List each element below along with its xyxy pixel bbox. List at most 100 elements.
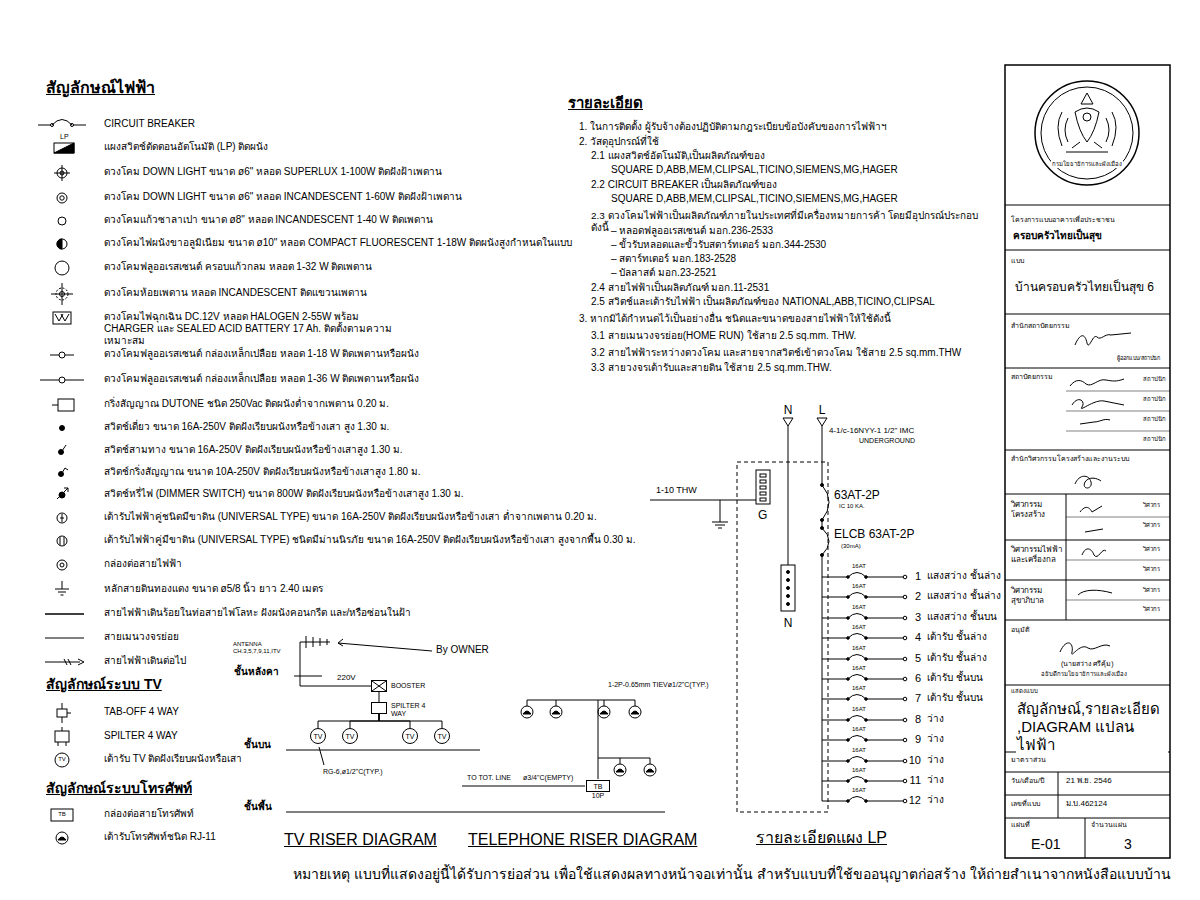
lp-panel-wiring xyxy=(865,739,868,742)
breaker-rating: 16AT xyxy=(851,767,867,774)
lp-panel-wiring xyxy=(903,779,907,783)
legend-symbol xyxy=(59,377,65,383)
title-block-frame xyxy=(1058,772,1059,818)
symbol-letter: TB xyxy=(57,811,67,818)
lp-panel-wiring xyxy=(848,634,866,639)
legend-symbol xyxy=(52,405,58,406)
legend-symbol xyxy=(64,659,67,665)
lp-panel-wiring xyxy=(903,677,907,681)
legend-text: ดวงโคม DOWN LIGHT ขนาด ø6" หลอด SUPERLUX… xyxy=(103,166,443,178)
legend-symbol xyxy=(57,709,67,717)
legend-symbol xyxy=(64,488,68,492)
title-block-frame xyxy=(1066,600,1170,601)
lp-panel-wiring xyxy=(865,596,868,599)
lp-panel-wiring xyxy=(760,492,766,495)
telephone-riser-wiring xyxy=(635,700,636,706)
telephone-riser-wiring xyxy=(527,700,528,706)
title-block-text: บ้านครอบครัวไทยเป็นสุข 6 xyxy=(1014,280,1155,294)
legend-symbol xyxy=(78,659,84,665)
legend-text: เต้ารับไฟฟ้าคู่มีขาดิน (UNIVERSAL TYPE) … xyxy=(103,534,637,546)
signature xyxy=(1075,476,1101,488)
title-block-text: แบบ xyxy=(1010,257,1025,265)
legend-symbol xyxy=(58,217,66,225)
lp-panel-wiring xyxy=(650,500,756,501)
department-seal xyxy=(1041,87,1133,179)
title-block-frame xyxy=(1085,818,1086,858)
title-block-text: อนุมัติ xyxy=(1010,626,1031,634)
signature xyxy=(1080,419,1110,424)
drawing-name: สัญลักษณ์,รายละเอียด ,DIAGRAM แปลนไฟฟ้า xyxy=(1016,700,1168,754)
title-block-frame xyxy=(1066,494,1067,620)
breaker-rating: ELCB 63AT-2P xyxy=(833,527,915,541)
lp-panel-wiring xyxy=(787,603,790,606)
title-block-text: วัน/เดือน/ปี xyxy=(1010,777,1045,785)
telephone-riser-wiring xyxy=(556,700,557,706)
lp-panel-wiring xyxy=(847,637,850,640)
legend-symbol xyxy=(60,518,64,519)
cable-spec: 4-1/c-16NYY-1 1/2" IMC xyxy=(828,426,915,436)
legend-text: เต้ารับ TV ติดฝังเรียบผนังหรือเสา xyxy=(103,753,243,765)
title-block-frame xyxy=(1005,772,1170,773)
legend-symbol xyxy=(62,283,63,305)
telephone-riser-wiring xyxy=(598,758,650,759)
title-block-text: อธิบดีกรมโยธาธิการและผังเมือง xyxy=(1040,671,1128,678)
circuit-number: 7 xyxy=(914,692,922,705)
title-block-frame xyxy=(1005,580,1170,581)
legend-text: สายเมนวงจรย่อย xyxy=(103,631,180,643)
title-block-text: สำนักวิศวกรรมโครงสร้างและงานระบบ xyxy=(1010,455,1130,463)
spec-note: SQUARE D,ABB,MEM,CLIPSAL,TICINO,SIEMENS,… xyxy=(610,164,899,176)
lp-panel-wiring xyxy=(821,484,824,487)
title-block-text: มาตราส่วน xyxy=(1010,756,1047,764)
breaker-rating: (30mA) xyxy=(840,543,862,550)
telephone-terminal-box: TB10P xyxy=(586,780,610,800)
lp-panel-wiring xyxy=(822,761,905,762)
lp-panel-wiring xyxy=(848,593,866,598)
coax-cable xyxy=(379,692,380,702)
legend-symbol xyxy=(45,662,80,663)
title-block-text: สถาปนิก xyxy=(1142,396,1167,403)
legend-symbol xyxy=(62,165,63,181)
lp-panel-wiring xyxy=(822,597,905,598)
floor-level: ชั้นหลังคา xyxy=(233,666,280,678)
title-block-text: โครงการแบบอาคารเพื่อประชาชน xyxy=(1010,216,1116,224)
cable-spec: 1-10 THW xyxy=(655,485,698,496)
title-block-text: ม.บ.462124 xyxy=(1065,799,1108,809)
lp-panel-wiring xyxy=(903,595,907,599)
legend-symbol xyxy=(45,638,84,639)
lp-panel-wiring xyxy=(787,571,790,574)
lp-panel-wiring xyxy=(822,577,905,578)
diagram-title: รายละเอียดแผง LP xyxy=(755,828,888,847)
sheet-number: 3 xyxy=(1123,836,1133,853)
legend-symbol xyxy=(60,196,64,200)
legend-symbol xyxy=(62,468,68,473)
floor-level: ชั้นพื้น xyxy=(243,801,273,813)
tv-riser-wiring xyxy=(294,676,322,677)
device-label: BOOSTER xyxy=(391,682,425,690)
bus-label: G xyxy=(757,508,768,522)
tv-riser-wiring xyxy=(286,636,665,812)
title-block-text: จำนวนแผ่น xyxy=(1090,821,1128,829)
telephone-riser-wiring xyxy=(650,758,651,764)
title-block-frame xyxy=(1005,65,1170,858)
legend-text: TAB-OFF 4 WAY xyxy=(103,706,180,718)
spec-note: 2.1 แผงสวิตช์อัตโนมัติ,เป็นผลิตภัณฑ์ของ xyxy=(590,150,766,162)
spec-note: 3.1 สายเมนวงจรย่อย(HOME RUN) ใช้สาย 2.5 … xyxy=(590,330,857,342)
circuit-number: 9 xyxy=(914,733,922,746)
breaker-rating: 16AT xyxy=(851,604,867,611)
legend-symbol xyxy=(64,537,65,545)
legend-text: สวิตช์กริ่งสัญญาณ ขนาด 10A-250V ติดฝังเร… xyxy=(103,466,422,478)
legend-symbol xyxy=(66,742,67,746)
signature xyxy=(1060,643,1110,654)
lp-panel-wiring xyxy=(822,618,905,619)
legend-text: ดวงโคมห้อยเพดาน หลอด INCANDESCENT ติดแขว… xyxy=(103,287,368,299)
legend-text: กล่องต่อสายโทรศัพท์ xyxy=(103,808,195,820)
legend-symbol xyxy=(58,592,66,593)
title-block-text: วิศวกร xyxy=(1142,546,1161,553)
booster-cross xyxy=(372,681,386,691)
lp-panel-wiring xyxy=(650,418,907,812)
legend-text: เต้ารับโทรศัพท์ชนิด RJ-11 xyxy=(103,831,217,843)
department-seal xyxy=(1072,142,1102,148)
lp-panel-wiring xyxy=(903,657,907,661)
title-block-text: เลขที่แบบ xyxy=(1010,800,1041,808)
signature xyxy=(1085,529,1103,532)
